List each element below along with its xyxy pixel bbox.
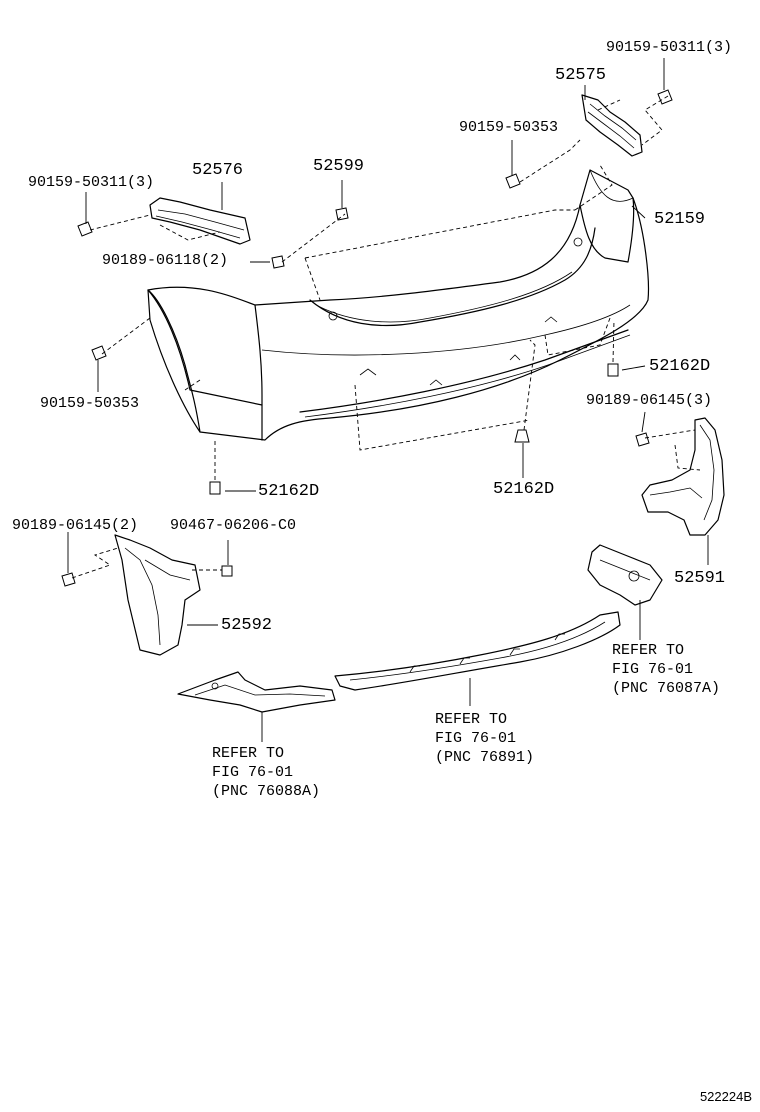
rear-bumper-cover: [147, 169, 649, 441]
label-52592: 52592: [221, 616, 273, 635]
label-90189-06145-left: 90189-06145(2): [12, 517, 139, 534]
label-52599: 52599: [313, 157, 365, 176]
bracket-52575: [581, 94, 643, 157]
label-90189-06118: 90189-06118(2): [102, 252, 229, 269]
label-52591: 52591: [674, 569, 726, 588]
lower-retainer-left: [177, 671, 336, 713]
lower-retainer-right: [587, 544, 663, 606]
label-52162d-center: 52162D: [493, 480, 555, 499]
bracket-52591: [641, 417, 725, 536]
fasteners: [61, 89, 673, 587]
figure-id: 522224B: [699, 1089, 752, 1104]
bracket-52592: [114, 534, 201, 656]
label-52575: 52575: [555, 66, 607, 85]
label-90189-06145-right: 90189-06145(3): [586, 392, 713, 409]
label-90467-06206-c0: 90467-06206-C0: [170, 517, 297, 534]
lower-retainer-center: [334, 611, 621, 691]
label-52162d-left: 52162D: [258, 482, 320, 501]
label-90159-50353-left: 90159-50353: [40, 395, 140, 412]
label-52576: 52576: [192, 161, 244, 180]
leader-lines: [67, 58, 709, 742]
refer-note-76087a: REFER TO FIG 76-01 (PNC 76087A): [612, 642, 721, 697]
bracket-52576: [149, 197, 251, 245]
label-90159-50311-left: 90159-50311(3): [28, 174, 155, 191]
refer-note-76891: REFER TO FIG 76-01 (PNC 76891): [435, 711, 535, 766]
refer-note-76088a: REFER TO FIG 76-01 (PNC 76088A): [212, 745, 321, 800]
assembly-lines: [71, 95, 701, 579]
label-52162d-right: 52162D: [649, 357, 711, 376]
label-90159-50353-top: 90159-50353: [459, 119, 559, 136]
label-90159-50311-top: 90159-50311(3): [606, 39, 733, 56]
label-52159: 52159: [654, 210, 706, 229]
